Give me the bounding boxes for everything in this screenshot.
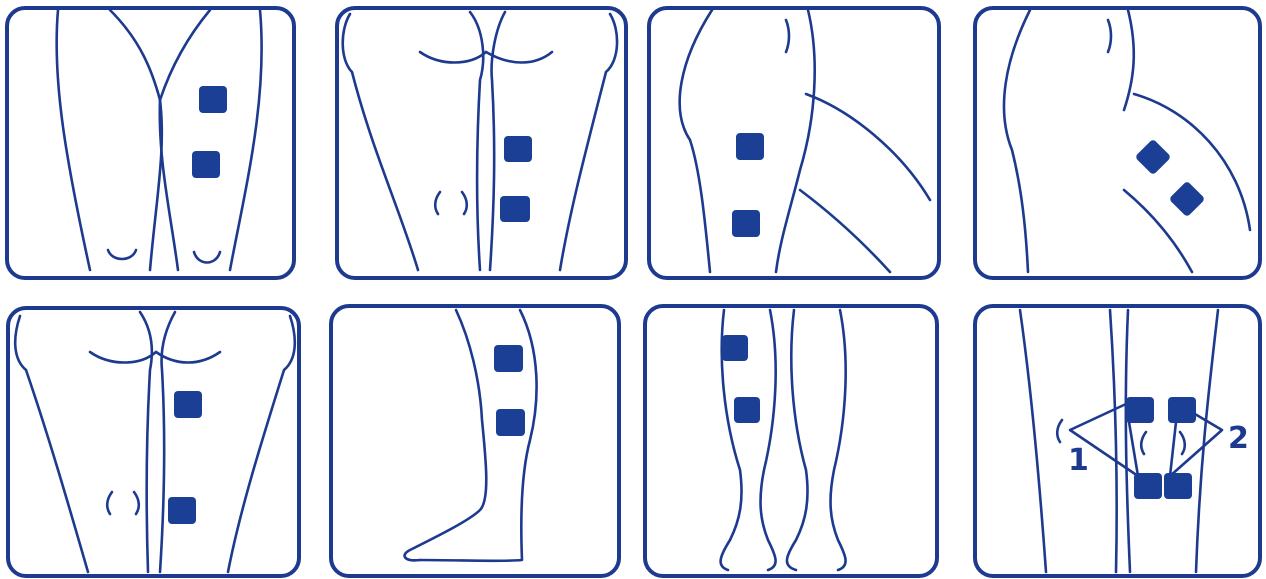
panel-thigh-side	[649, 8, 939, 278]
electrode-pad	[494, 345, 523, 372]
panel-frame	[331, 306, 619, 576]
electrode-pad	[1164, 473, 1192, 499]
electrode-pad	[722, 335, 748, 361]
panel-thighs-back	[7, 8, 294, 278]
electrode-pad	[174, 391, 202, 418]
electrode-pad	[1126, 397, 1154, 423]
panel-lower-legs	[645, 306, 937, 576]
electrode-pad	[734, 397, 760, 423]
electrode-pad	[736, 133, 764, 160]
panel-buttock-side	[975, 8, 1260, 278]
panel-knee: 1 2	[975, 306, 1260, 576]
panel-frame	[337, 8, 626, 278]
electrode-pad	[496, 409, 525, 436]
placement-label-2: 2	[1228, 421, 1249, 456]
placement-label-1: 1	[1068, 443, 1089, 478]
panel-thighs-front	[337, 8, 626, 278]
panel-calf-side	[331, 306, 619, 576]
electrode-pad	[192, 151, 220, 178]
electrode-pad	[1168, 397, 1196, 423]
panel-frame	[8, 308, 299, 576]
electrode-pad	[199, 86, 227, 113]
panel-legs-front	[8, 308, 299, 576]
electrode-pad	[732, 210, 760, 237]
electrode-pad	[504, 136, 532, 162]
electrode-pad	[168, 497, 196, 524]
electrode-pad	[1134, 473, 1162, 499]
panel-frame	[975, 8, 1260, 278]
electrode-pad	[500, 196, 530, 222]
panel-frame	[7, 8, 294, 278]
